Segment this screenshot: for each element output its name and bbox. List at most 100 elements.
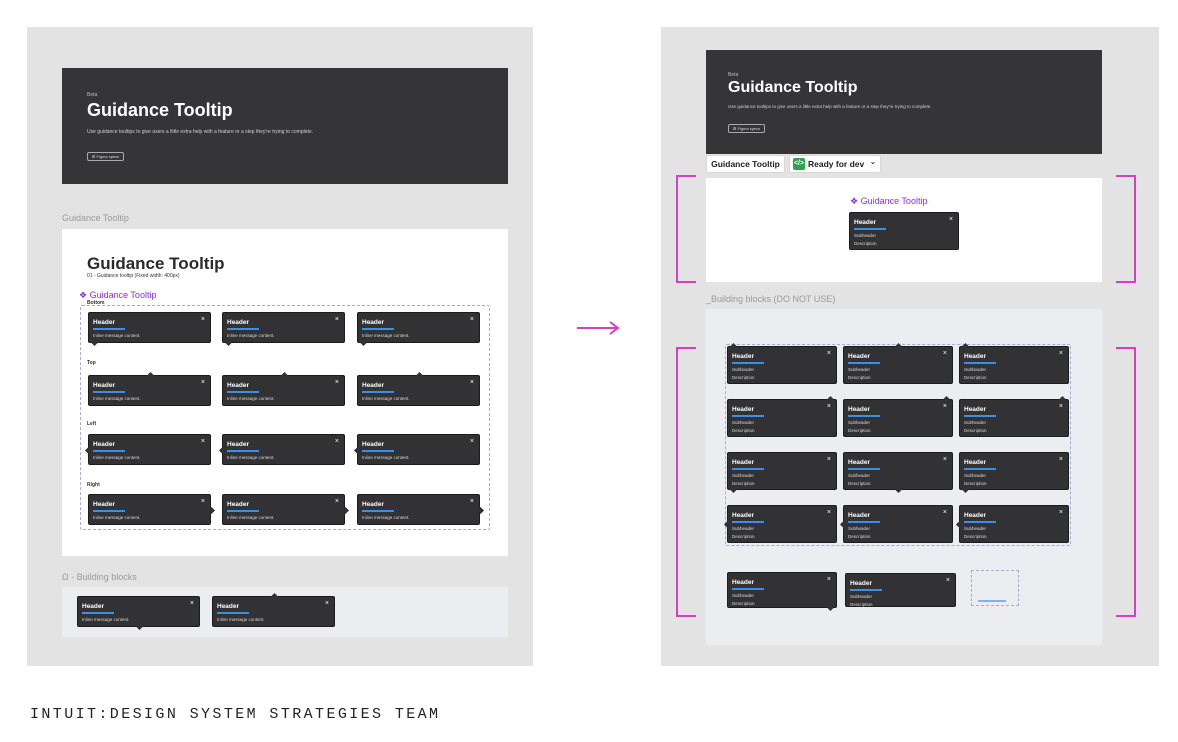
close-icon[interactable]: × [200, 379, 205, 386]
guidance-tooltip: Header×Inline message content. [353, 434, 480, 465]
close-icon[interactable]: × [1058, 403, 1063, 410]
tooltip-underline [964, 521, 996, 523]
close-icon[interactable]: × [469, 438, 474, 445]
close-icon[interactable]: × [942, 509, 947, 516]
tooltip-underline [848, 415, 880, 417]
tooltip-description: Description [848, 481, 871, 486]
tooltip-body: Inline message content. [82, 617, 130, 622]
tooltip-pointer [353, 446, 362, 454]
tooltip-subheader: Subheader [848, 473, 871, 478]
tooltip-pointer [146, 371, 154, 380]
tooltip-description: Description [848, 428, 871, 433]
close-icon[interactable]: × [1058, 456, 1063, 463]
tooltip-underline [732, 362, 764, 364]
close-icon[interactable]: × [469, 316, 474, 323]
hero-title: Guidance Tooltip [87, 100, 233, 120]
tooltip-description: Description [848, 534, 871, 539]
row-label-right: Right [87, 482, 100, 488]
close-icon[interactable]: × [334, 438, 339, 445]
tooltip-header: Header [848, 459, 871, 466]
close-icon[interactable]: × [942, 350, 947, 357]
close-icon[interactable]: × [826, 456, 831, 463]
tooltip-description: Description [964, 428, 987, 433]
transition-arrow [577, 320, 621, 336]
close-icon[interactable]: × [826, 509, 831, 516]
tooltip-body: Inline message content. [227, 515, 275, 520]
tooltip-underline [93, 510, 125, 512]
tooltip-underline [362, 510, 394, 512]
tooltip-underline [93, 450, 125, 452]
component-tag[interactable]: Guidance Tooltip [706, 155, 785, 173]
tooltip-pointer [84, 446, 93, 454]
tooltip-underline [362, 450, 394, 452]
close-icon[interactable]: × [826, 576, 831, 583]
figma-specs-button[interactable]: ⊞ Figma specs [728, 124, 766, 133]
close-icon[interactable]: × [948, 216, 953, 223]
close-icon[interactable]: × [1058, 350, 1063, 357]
tooltip-description: Description [848, 375, 871, 380]
guidance-tooltip: Header×Inline message content. [222, 371, 345, 406]
tooltip-header: Header [964, 353, 987, 360]
tooltip-underline [732, 415, 764, 417]
component-label: ❖ Guidance Tooltip [79, 290, 157, 300]
card-subtitle: 01 - Guidance tooltip (Fixed width: 400p… [87, 273, 180, 279]
tooltip-body: Inline message content. [217, 617, 265, 622]
close-icon[interactable]: × [469, 498, 474, 505]
tooltip-description: Description [732, 375, 755, 380]
hero-eyebrow: Beta [87, 92, 98, 98]
guidance-tooltip: Header×Inline message content. [84, 434, 211, 465]
close-icon[interactable]: × [334, 498, 339, 505]
tooltip-underline [732, 468, 764, 470]
tooltip-body: Inline message content. [362, 515, 410, 520]
tooltip-header: Header [93, 319, 116, 326]
tooltip-underline [362, 391, 394, 393]
close-icon[interactable]: × [942, 403, 947, 410]
close-icon[interactable]: × [200, 498, 205, 505]
tooltip-underline [854, 228, 886, 230]
close-icon[interactable]: × [334, 316, 339, 323]
tooltip-underline [964, 362, 996, 364]
tooltip-header: Header [964, 512, 987, 519]
close-icon[interactable]: × [826, 403, 831, 410]
close-icon[interactable]: × [334, 379, 339, 386]
status-dropdown[interactable]: </> Ready for dev ⌄ [789, 155, 881, 173]
guidance-tooltip: Header×Inline message content. [222, 312, 345, 347]
close-icon[interactable]: × [945, 577, 950, 584]
close-icon[interactable]: × [469, 379, 474, 386]
close-icon[interactable]: × [1058, 509, 1063, 516]
tooltip-header: Header [848, 353, 871, 360]
tooltip-underline [732, 588, 764, 590]
tooltip-subheader: Subheader [732, 473, 755, 478]
close-icon[interactable]: × [200, 316, 205, 323]
tooltip-subheader: Subheader [964, 473, 987, 478]
figma-specs-button[interactable]: ⊞ Figma specs [87, 152, 125, 161]
tooltip-subheader: Subheader [854, 233, 877, 238]
footer-credit: INTUIT:DESIGN SYSTEM STRATEGIES TEAM [30, 706, 441, 723]
guidance-tooltip: Header × Inline message content. [357, 494, 485, 525]
close-icon[interactable]: × [942, 456, 947, 463]
tooltip-header: Header [732, 512, 755, 519]
close-icon[interactable]: × [826, 350, 831, 357]
tooltip-subheader: Subheader [964, 420, 987, 425]
tooltip-header: Header [227, 382, 250, 389]
tooltip-subheader: Subheader [848, 420, 871, 425]
hero-title: Guidance Tooltip [728, 79, 858, 96]
guidance-tooltip: Header×Inline message content. [218, 434, 345, 465]
guidance-tooltip: Header × Inline message content. [88, 312, 211, 347]
tooltip-description: Description [850, 602, 873, 607]
tooltip-header: Header [362, 501, 385, 508]
tooltip-underline [850, 589, 882, 591]
tooltip-header: Header [848, 512, 871, 519]
tooltip-body: Inline message content. [93, 455, 141, 460]
close-icon[interactable]: × [324, 600, 329, 607]
tooltip-body: Inline message content. [93, 333, 141, 338]
close-icon[interactable]: × [200, 438, 205, 445]
tooltip-description: Description [964, 534, 987, 539]
tooltip-description: Description [732, 481, 755, 486]
close-icon[interactable]: × [189, 600, 194, 607]
